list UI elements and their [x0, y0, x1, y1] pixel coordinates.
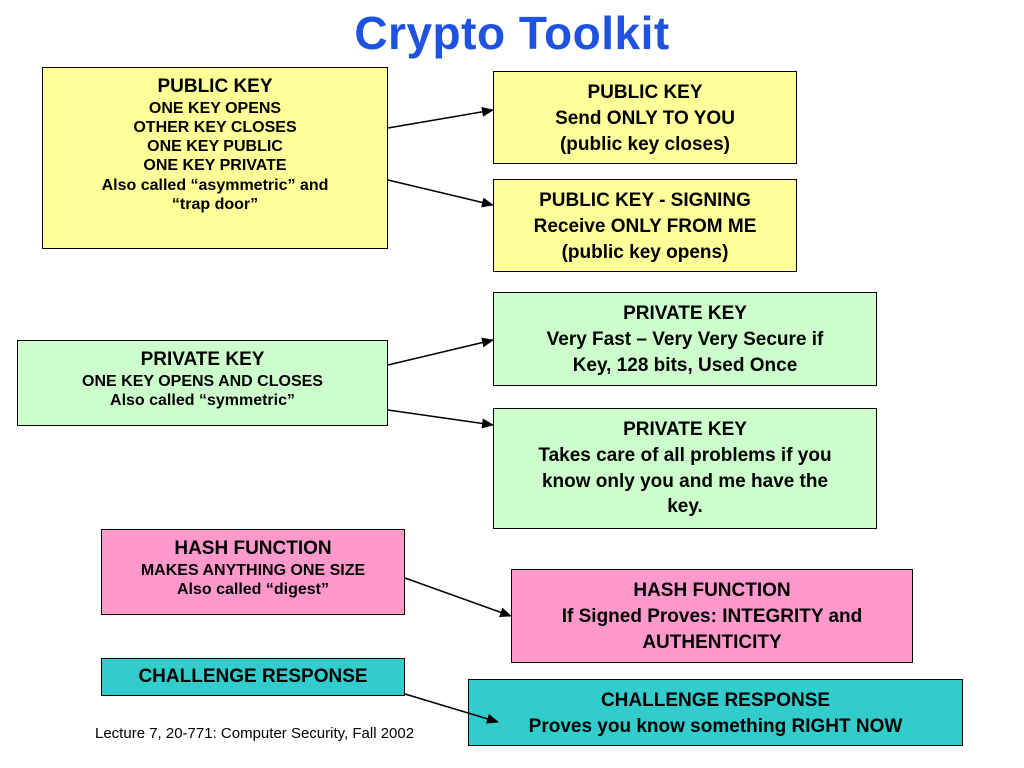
- public-key-send-line: PUBLIC KEY: [587, 82, 703, 103]
- challenge-response-now-box: CHALLENGE RESPONSE Proves you know somet…: [468, 679, 963, 746]
- public-key-signing-line: Receive ONLY FROM ME: [533, 215, 757, 237]
- private-key-box: PRIVATE KEY ONE KEY OPENS AND CLOSES Als…: [17, 340, 388, 426]
- public-key-heading: PUBLIC KEY: [157, 76, 273, 97]
- public-key-line: ONE KEY OPENS: [148, 99, 282, 117]
- public-key-line: ONE KEY PRIVATE: [143, 157, 287, 175]
- hash-function-signed-line: AUTHENTICITY: [642, 631, 782, 653]
- hash-function-box: HASH FUNCTION MAKES ANYTHING ONE SIZE Al…: [101, 529, 405, 615]
- hash-function-signed-box: HASH FUNCTION If Signed Proves: INTEGRIT…: [511, 569, 913, 663]
- hash-function-signed-line: If Signed Proves: INTEGRITY and: [561, 605, 863, 627]
- public-key-line: OTHER KEY CLOSES: [133, 118, 297, 136]
- challenge-response-now-line: CHALLENGE RESPONSE: [600, 690, 831, 711]
- private-key-fast-box: PRIVATE KEY Very Fast – Very Very Secure…: [493, 292, 877, 386]
- public-key-line: “trap door”: [171, 195, 259, 213]
- public-key-send-line: (public key closes): [559, 133, 730, 155]
- hash-function-heading: HASH FUNCTION: [174, 538, 332, 559]
- public-key-signing-line: (public key opens): [561, 241, 729, 263]
- public-key-line: ONE KEY PUBLIC: [147, 138, 283, 156]
- private-key-problems-line: Takes care of all problems if you: [538, 444, 832, 466]
- footer-text: Lecture 7, 20-771: Computer Security, Fa…: [95, 725, 415, 742]
- arrow-hash-to-signed: [404, 577, 512, 617]
- challenge-response-box: CHALLENGE RESPONSE: [101, 658, 405, 696]
- public-key-send-line: Send ONLY TO YOU: [555, 107, 735, 129]
- page-title: Crypto Toolkit: [354, 7, 670, 59]
- hash-function-line: MAKES ANYTHING ONE SIZE: [140, 561, 366, 579]
- hash-function-line: Also called “digest”: [176, 580, 330, 598]
- private-key-problems-line: PRIVATE KEY: [623, 419, 747, 440]
- public-key-line: Also called “asymmetric” and: [101, 176, 329, 194]
- private-key-line: Also called “symmetric”: [110, 391, 295, 409]
- arrow-private-to-problems: [387, 409, 494, 429]
- private-key-problems-line: key.: [667, 496, 703, 518]
- arrow-public-to-signing: [387, 179, 494, 208]
- challenge-response-heading: CHALLENGE RESPONSE: [138, 666, 368, 687]
- public-key-send-box: PUBLIC KEY Send ONLY TO YOU (public key …: [493, 71, 797, 164]
- private-key-line: ONE KEY OPENS AND CLOSES: [82, 372, 323, 390]
- private-key-fast-line: Key, 128 bits, Used Once: [572, 354, 798, 376]
- arrow-private-to-fast: [387, 337, 494, 366]
- public-key-signing-box: PUBLIC KEY - SIGNING Receive ONLY FROM M…: [493, 179, 797, 272]
- private-key-problems-line: know only you and me have the: [541, 470, 829, 492]
- private-key-heading: PRIVATE KEY: [140, 349, 265, 370]
- hash-function-signed-line: HASH FUNCTION: [633, 580, 791, 601]
- private-key-fast-line: Very Fast – Very Very Secure if: [546, 328, 824, 350]
- arrow-challenge-to-now: [404, 693, 499, 724]
- public-key-box: PUBLIC KEY ONE KEY OPENS OTHER KEY CLOSE…: [42, 67, 388, 249]
- private-key-fast-line: PRIVATE KEY: [623, 303, 747, 324]
- public-key-signing-line: PUBLIC KEY - SIGNING: [539, 190, 751, 211]
- arrow-public-to-send: [387, 106, 494, 129]
- challenge-response-now-line: Proves you know something RIGHT NOW: [528, 715, 903, 737]
- private-key-problems-box: PRIVATE KEY Takes care of all problems i…: [493, 408, 877, 529]
